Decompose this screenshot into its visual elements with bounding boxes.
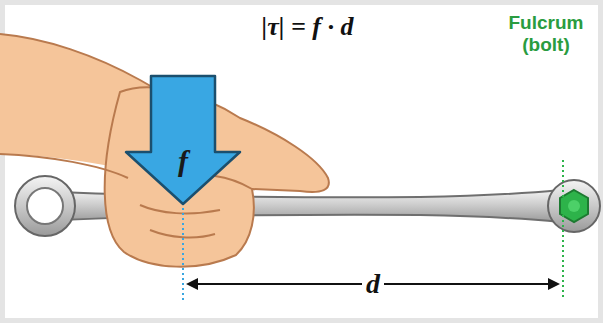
force-symbol: f xyxy=(124,146,242,176)
bolt xyxy=(560,190,588,222)
hand xyxy=(0,34,329,267)
arrow-shape xyxy=(124,74,242,206)
torque-formula: |τ| = f · d xyxy=(200,12,415,42)
force-arrow: f xyxy=(124,74,242,206)
distance-symbol: d xyxy=(362,268,384,300)
reference-line xyxy=(182,208,184,300)
fulcrum-label: Fulcrum (bolt) xyxy=(496,12,596,56)
reference-line xyxy=(562,160,564,300)
